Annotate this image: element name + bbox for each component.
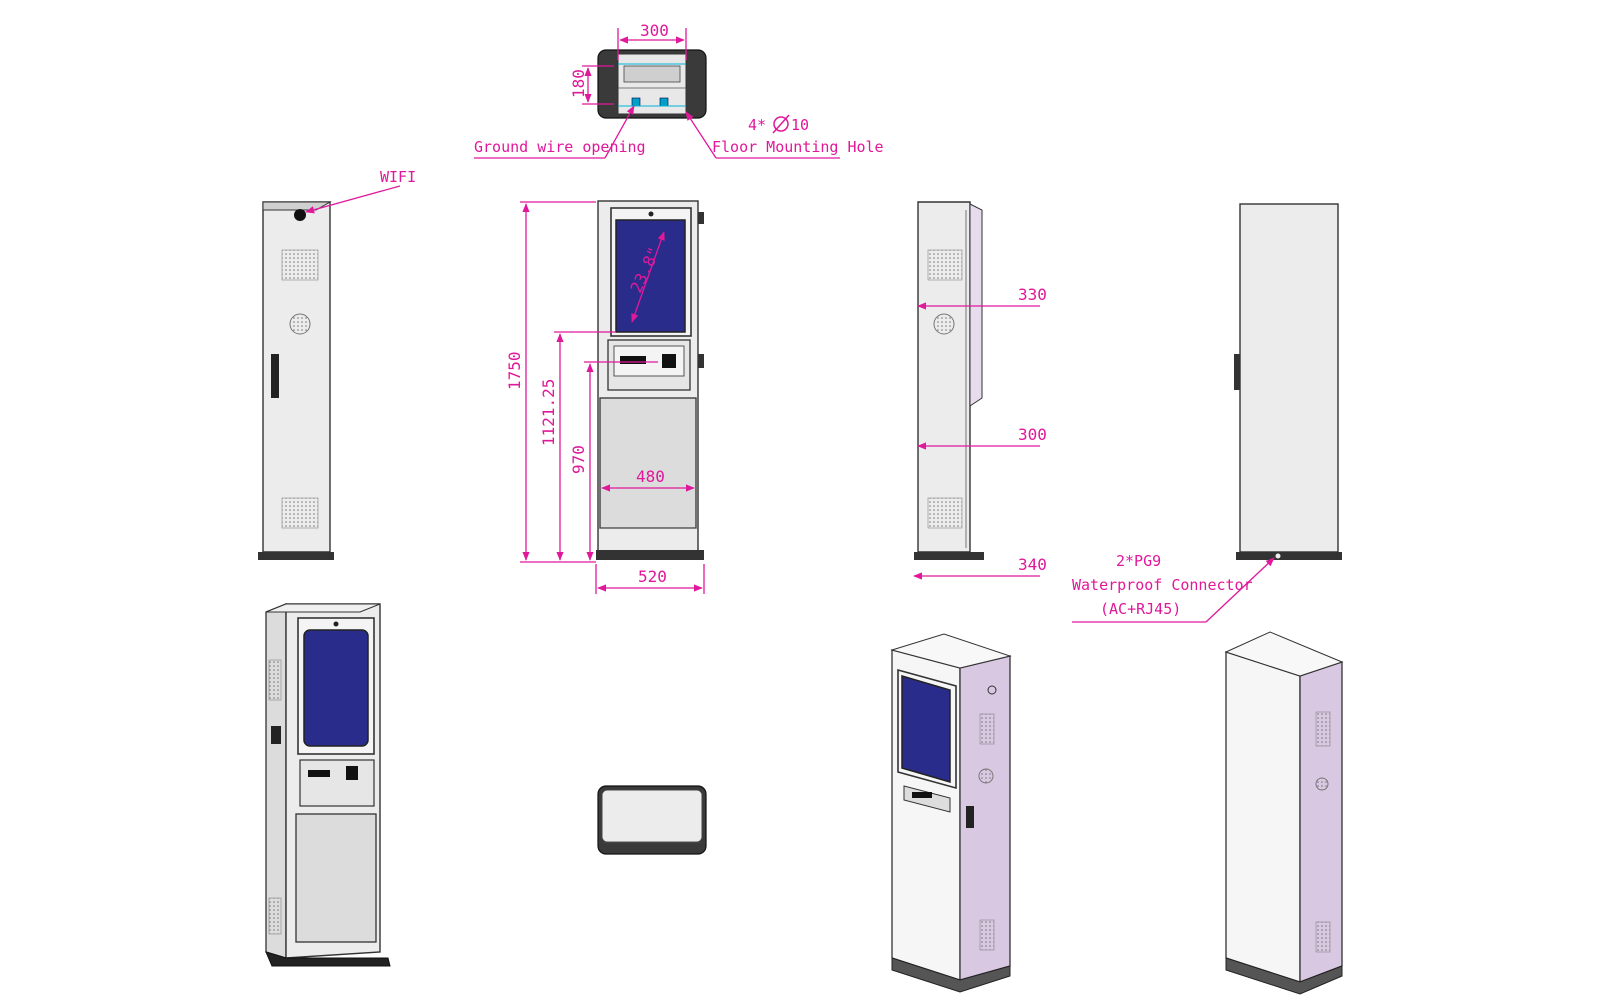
front-view: 23.8" 1750 1121.25 970 480 520: [505, 200, 705, 594]
dim-top-depth: 180: [569, 69, 588, 98]
back-view: 2*PG9 Waterproof Connector (AC+RJ45): [1072, 203, 1342, 623]
label-connector-type: Waterproof Connector: [1072, 576, 1253, 594]
dim-height-total: 1750: [505, 351, 524, 390]
label-connector-spec: (AC+RJ45): [1100, 600, 1181, 618]
iso-view-front-left: [265, 603, 391, 967]
dim-top-width: 300: [640, 21, 669, 40]
label-mount-count: 4*: [748, 116, 766, 134]
dim-height-screen: 1121.25: [539, 379, 558, 446]
dim-side-depth-top: 330: [1018, 285, 1047, 304]
small-monitor-view: [597, 785, 707, 855]
top-view: 300 180 Ground wire opening 4* 10 Floor …: [474, 21, 884, 159]
label-wifi: WIFI: [380, 168, 416, 186]
iso-view-back: [1224, 631, 1344, 995]
dim-height-payment: 970: [569, 445, 588, 474]
label-mount-diameter: 10: [791, 116, 809, 134]
label-connector-count: 2*PG9: [1116, 552, 1161, 570]
right-side-view: 330 300 340: [913, 201, 1047, 580]
label-floor-mounting: Floor Mounting Hole: [712, 138, 884, 156]
dim-side-depth-mid: 300: [1018, 425, 1047, 444]
dim-side-depth-base: 340: [1018, 555, 1047, 574]
label-ground-wire: Ground wire opening: [474, 138, 646, 156]
left-side-view: WIFI: [258, 168, 416, 560]
dim-base-width: 520: [638, 567, 667, 586]
dim-inner-width: 480: [636, 467, 665, 486]
iso-view-front-right: [890, 633, 1012, 993]
